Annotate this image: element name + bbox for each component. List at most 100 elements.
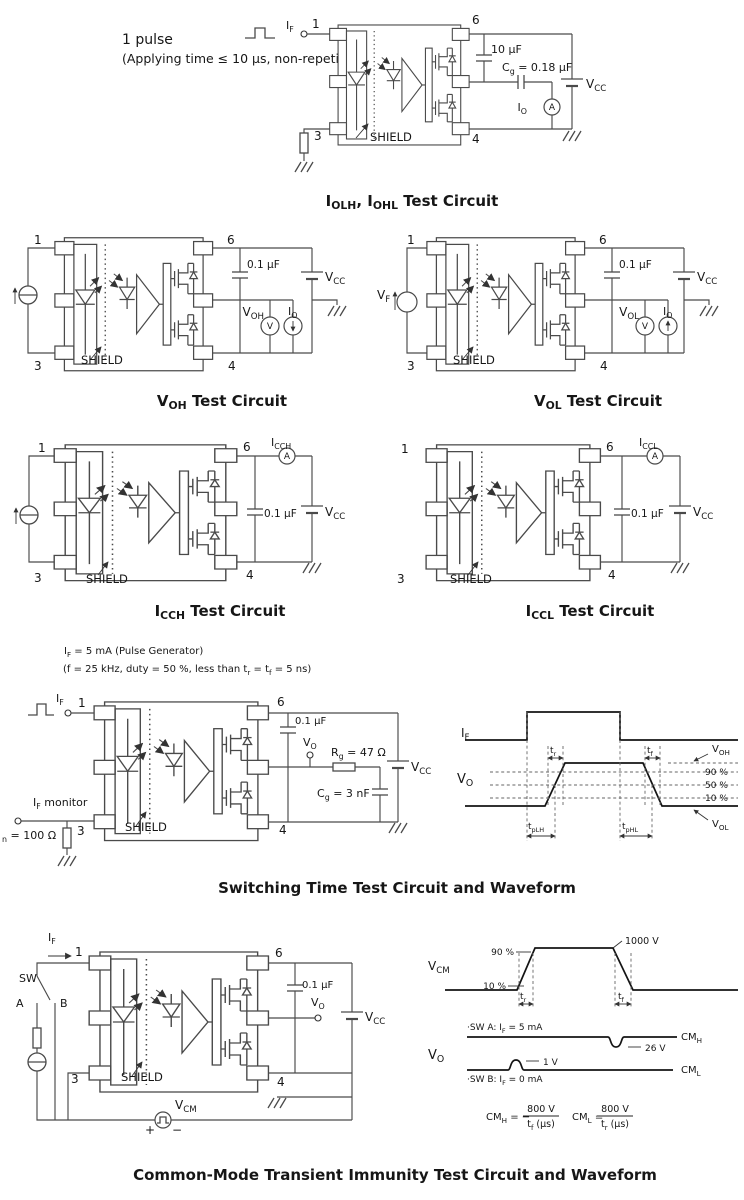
common-mode-circuit: IF 1 SW A B 3 SHIELD VCM + − 6 4 0.1 μF … bbox=[16, 931, 385, 1137]
battery-icon bbox=[385, 759, 411, 770]
vol-pointer-icon bbox=[693, 809, 709, 821]
shield-arrow-icon bbox=[461, 346, 474, 361]
cml-formula-lhs: CML = bbox=[572, 1112, 603, 1125]
voh-test-circuit: 1 3 6 4 SHIELD 0.1 μF V VOH IO VCC VOH T… bbox=[12, 233, 347, 412]
cmh-label: CMH bbox=[681, 1032, 702, 1045]
vol-test-circuit: VF 1 3 6 4 SHIELD 0.1 μF V VOL IO VCC VO… bbox=[377, 233, 719, 412]
circuit-wires bbox=[600, 455, 681, 563]
pulse-note-2: (Applying time ≤ 10 μs, non-repetitive) bbox=[122, 51, 367, 66]
voltmeter-icon bbox=[260, 316, 280, 336]
vo-label: VO bbox=[303, 736, 317, 751]
optocoupler-package bbox=[94, 702, 268, 841]
cmh-formula-denominator: tf (μs) bbox=[527, 1119, 555, 1132]
pin6-label: 6 bbox=[606, 440, 614, 454]
pulse-glyph-icon bbox=[157, 1116, 169, 1124]
plus-label: + bbox=[145, 1123, 155, 1137]
circuit-wires bbox=[28, 455, 313, 563]
vcc-label: VCC bbox=[693, 505, 713, 522]
shield-label: SHIELD bbox=[370, 130, 412, 144]
vf-source-icon bbox=[396, 291, 418, 313]
shield-arrow-icon bbox=[135, 811, 147, 827]
cmh-formula-numerator: 800 V bbox=[527, 1104, 555, 1115]
pin4-label: 4 bbox=[228, 359, 236, 373]
pin1-label: 1 bbox=[401, 442, 409, 456]
tplh-label: tpLH bbox=[528, 822, 544, 834]
vcc-label: VCC bbox=[411, 760, 431, 777]
capacitor-icon bbox=[613, 508, 631, 516]
cap-label: 0.1 μF bbox=[619, 259, 652, 271]
io-label: IO bbox=[518, 101, 527, 116]
ammeter-icon bbox=[278, 447, 296, 465]
pin3-label: 3 bbox=[71, 1072, 79, 1086]
circuit-wires bbox=[27, 247, 338, 354]
vcm-label: VCM bbox=[175, 1098, 197, 1115]
p90-label: 90 % bbox=[705, 768, 728, 778]
shield-label: SHIELD bbox=[450, 572, 492, 586]
cml-label: CML bbox=[681, 1065, 701, 1078]
vcm-trace bbox=[445, 947, 738, 991]
resistor-icon bbox=[32, 1027, 42, 1049]
cap-10uf-label: 10 μF bbox=[491, 43, 522, 56]
vo-label: VO bbox=[428, 1048, 444, 1065]
voltmeter-icon bbox=[635, 316, 655, 336]
vf-label: VF bbox=[377, 288, 390, 305]
optocoupler-package bbox=[426, 445, 600, 581]
cap-label: 0.1 μF bbox=[302, 980, 333, 991]
pin1-label: 1 bbox=[407, 233, 415, 247]
ground-icon bbox=[267, 1097, 287, 1109]
pin4-label: 4 bbox=[600, 359, 608, 373]
pin4-label: 4 bbox=[472, 132, 480, 146]
iccl-test-circuit: 1 3 6 4 SHIELD A ICCL 0.1 μF VCC ICCL Te… bbox=[397, 436, 713, 622]
if-label: IF bbox=[286, 19, 294, 34]
if-trace bbox=[465, 711, 738, 741]
pulse-icon bbox=[28, 703, 54, 716]
sw-label: SW bbox=[19, 972, 37, 985]
shield-label: SHIELD bbox=[453, 353, 495, 367]
cap-label: 0.1 μF bbox=[631, 508, 664, 520]
io-label: IO bbox=[663, 305, 672, 320]
circuit-wires bbox=[36, 962, 353, 1121]
vcc-label: VCC bbox=[697, 270, 717, 287]
cap-label: 0.1 μF bbox=[295, 716, 326, 727]
pin3-label: 3 bbox=[314, 129, 322, 143]
ground-icon bbox=[699, 305, 719, 317]
ammeter-icon bbox=[543, 98, 561, 116]
circuit-wires bbox=[406, 247, 710, 354]
shield-arrow-icon bbox=[467, 561, 479, 576]
voh-title: VOH Test Circuit bbox=[157, 392, 287, 412]
circuit-wires bbox=[21, 712, 399, 855]
tf-label: tf bbox=[647, 746, 654, 758]
vo-terminal bbox=[314, 1014, 322, 1022]
ground-icon bbox=[388, 822, 408, 834]
cap-label: 0.1 μF bbox=[247, 259, 280, 271]
vcc-label: VCC bbox=[325, 270, 345, 287]
p50-label: 50 % bbox=[705, 781, 728, 791]
rg-resistor-icon bbox=[332, 762, 356, 772]
cmh-formula: CMH = − 800 V tf (μs) bbox=[486, 1104, 559, 1132]
p10-label: 10 % bbox=[705, 794, 728, 804]
vol-label: VOL bbox=[619, 305, 639, 322]
cap-cg-label: Cg = 0.18 μF bbox=[502, 61, 572, 76]
reference-vlines bbox=[526, 712, 661, 841]
battery-icon bbox=[339, 1010, 365, 1021]
pin4-label: 4 bbox=[608, 568, 616, 582]
battery-icon bbox=[667, 504, 693, 515]
battery-icon bbox=[299, 270, 325, 281]
cmh-formula-lhs: CMH = − bbox=[486, 1112, 530, 1125]
sw-a-condition: ·SW A: IF = 5 mA bbox=[467, 1023, 543, 1035]
pulse-icon bbox=[245, 27, 275, 39]
common-mode-title: Common-Mode Transient Immunity Test Circ… bbox=[133, 1166, 657, 1184]
vcc-label: VCC bbox=[325, 505, 345, 522]
resistor-icon bbox=[299, 132, 309, 154]
current-source-icon bbox=[18, 285, 38, 305]
capacitor-icon bbox=[286, 984, 304, 992]
cml-trace bbox=[467, 1059, 673, 1071]
vcc-label: VCC bbox=[586, 77, 606, 94]
reference-vlines bbox=[518, 953, 632, 1008]
shield-label: SHIELD bbox=[125, 820, 167, 834]
io-label: IO bbox=[288, 305, 297, 320]
tr-label: tr bbox=[520, 992, 527, 1004]
pulse-note-1: 1 pulse bbox=[122, 32, 173, 48]
voh-label: VOH bbox=[712, 744, 730, 757]
